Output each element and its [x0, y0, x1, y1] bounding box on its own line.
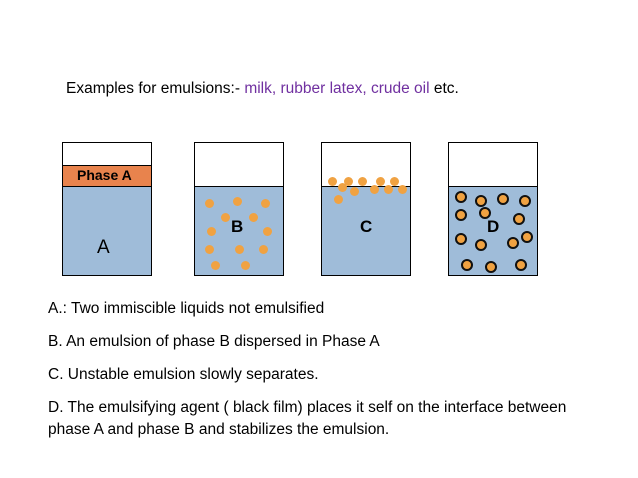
film-droplet: [521, 231, 533, 243]
intro-suffix: etc.: [429, 80, 459, 97]
droplet: [205, 245, 214, 254]
beaker-c: C: [321, 142, 411, 276]
film-droplet: [455, 233, 467, 245]
droplet: [205, 199, 214, 208]
beaker-a-liquid: [63, 186, 151, 275]
droplet: [334, 195, 343, 204]
film-droplet: [455, 209, 467, 221]
film-droplet: [513, 213, 525, 225]
caption-a: A.: Two immiscible liquids not emulsifie…: [48, 300, 325, 317]
film-droplet: [461, 259, 473, 271]
droplet: [207, 227, 216, 236]
droplet: [328, 177, 337, 186]
droplet: [384, 185, 393, 194]
beaker-d: D: [448, 142, 538, 276]
beaker-b-letter: B: [231, 217, 244, 236]
caption-c: C. Unstable emulsion slowly separates.: [48, 366, 319, 383]
beaker-b: B: [194, 142, 284, 276]
beaker-a: Phase A A: [62, 142, 152, 276]
caption-d-line1: D. The emulsifying agent ( black film) p…: [48, 399, 567, 416]
intro-prefix: Examples for emulsions:-: [66, 80, 245, 97]
film-droplet: [519, 195, 531, 207]
caption-d-line2: phase A and phase B and stabilizes the e…: [48, 421, 390, 438]
droplet: [235, 245, 244, 254]
film-droplet: [485, 261, 497, 273]
droplet: [263, 227, 272, 236]
droplet: [344, 177, 353, 186]
droplet: [338, 183, 347, 192]
droplet: [221, 213, 230, 222]
droplet: [358, 177, 367, 186]
phase-a-label: Phase A: [77, 167, 132, 183]
droplet: [398, 185, 407, 194]
film-droplet: [479, 207, 491, 219]
beaker-d-liquid: [449, 186, 537, 275]
film-droplet: [455, 191, 467, 203]
film-droplet: [475, 195, 487, 207]
caption-b: B. An emulsion of phase B dispersed in P…: [48, 333, 380, 350]
phase-a-layer: Phase A: [63, 165, 151, 187]
beaker-d-letter: D: [487, 217, 500, 236]
intro-examples: milk, rubber latex, crude oil: [244, 80, 430, 97]
film-droplet: [497, 193, 509, 205]
beaker-c-letter: C: [360, 217, 373, 236]
droplet: [249, 213, 258, 222]
beaker-a-letter: A: [97, 237, 110, 258]
film-droplet: [515, 259, 527, 271]
droplet: [390, 177, 399, 186]
droplet: [376, 177, 385, 186]
droplet: [350, 187, 359, 196]
film-droplet: [507, 237, 519, 249]
droplet: [370, 185, 379, 194]
droplet: [261, 199, 270, 208]
droplet: [259, 245, 268, 254]
film-droplet: [475, 239, 487, 251]
droplet: [211, 261, 220, 270]
droplet: [233, 197, 242, 206]
beaker-b-liquid: [195, 186, 283, 275]
intro-line: Examples for emulsions:- milk, rubber la…: [66, 80, 459, 98]
droplet: [241, 261, 250, 270]
